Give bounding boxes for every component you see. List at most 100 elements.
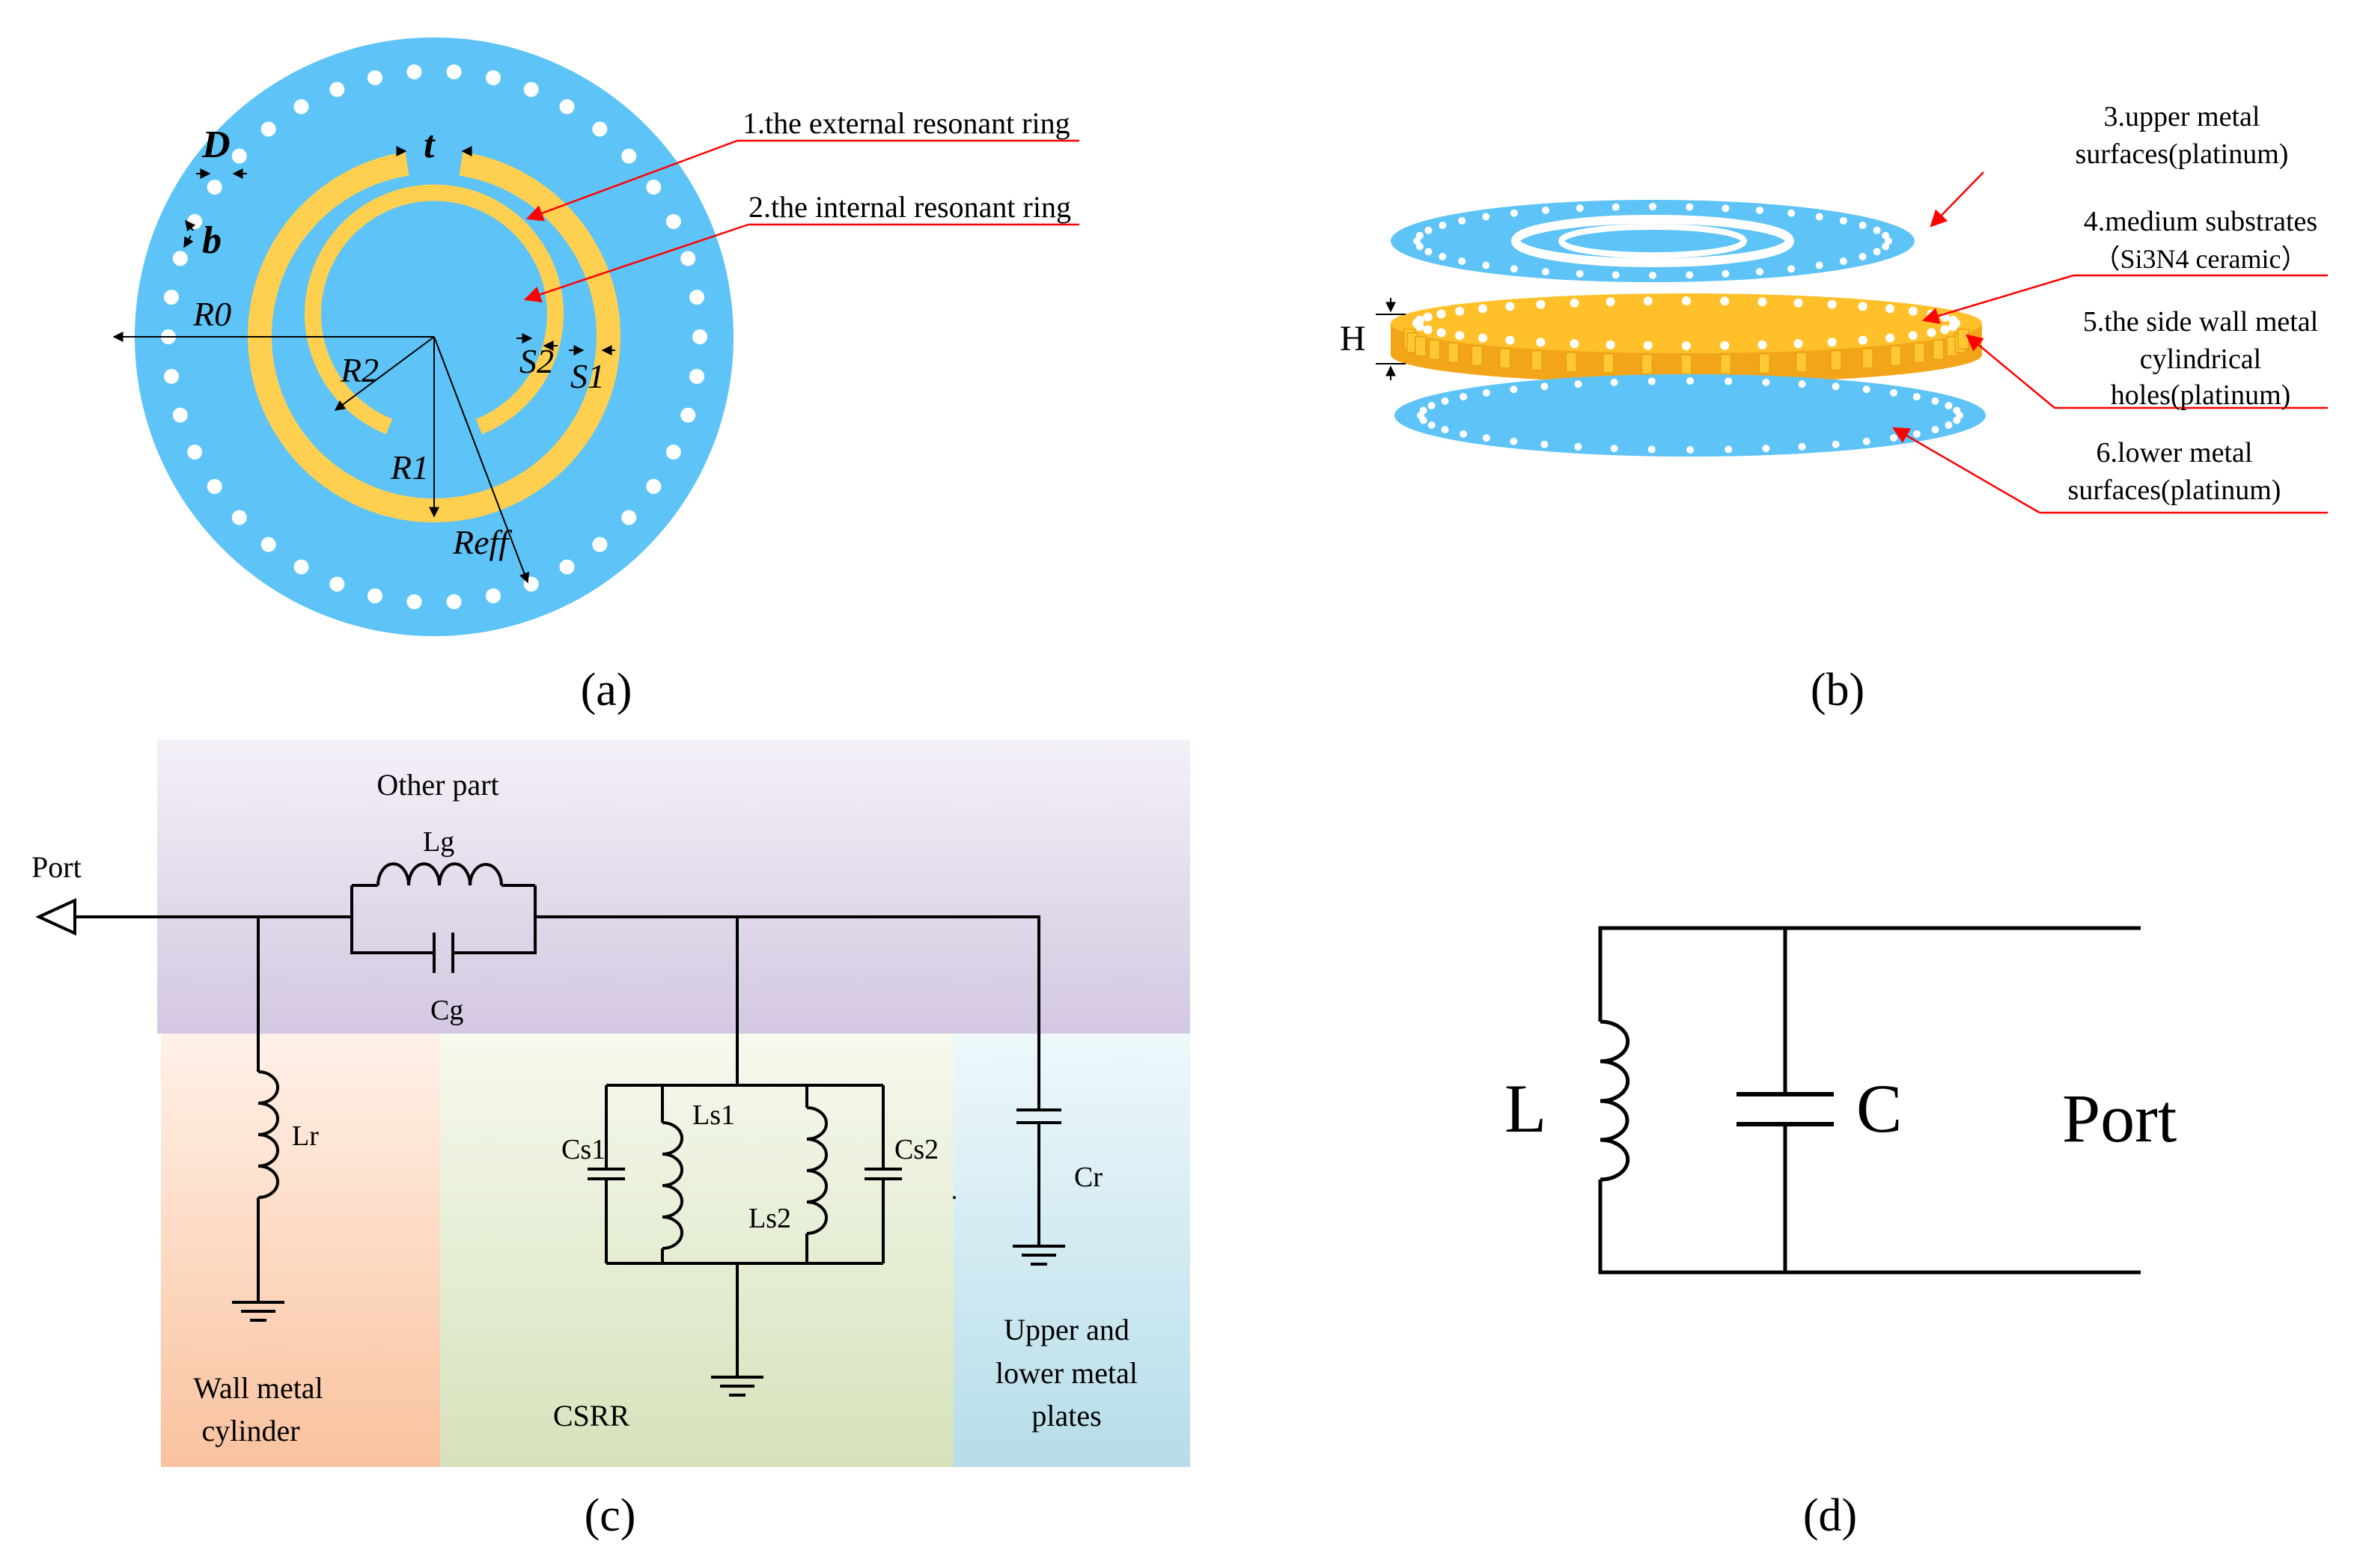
side-wall-hole — [1758, 353, 1770, 374]
via-hole — [621, 510, 637, 525]
dim-label-R2: R2 — [340, 351, 379, 389]
dim-label-b: b — [202, 219, 222, 262]
via-hole — [1436, 328, 1446, 338]
via-hole — [559, 559, 575, 575]
dim-label-Reff: Reff — [452, 523, 513, 561]
label-Ls2: Ls2 — [748, 1203, 791, 1234]
via-hole — [485, 588, 501, 604]
region-label-wall-1: Wall metal — [193, 1371, 323, 1405]
via-hole — [1725, 377, 1733, 385]
panel-label-a: (a) — [581, 665, 632, 716]
via-hole — [1682, 296, 1691, 305]
via-hole — [485, 70, 501, 85]
callout-substrate-2: （Si3N4 ceramic） — [2094, 244, 2308, 274]
callout-external-ring: 1.the external resonant ring — [743, 106, 1070, 140]
via-hole — [1540, 382, 1549, 391]
via-hole — [1762, 378, 1770, 386]
via-hole — [329, 576, 345, 592]
callout-lower-2: surfaces(platinum) — [2068, 475, 2281, 506]
region-wall-cylinder — [161, 1034, 440, 1467]
side-wall-hole — [1957, 329, 1969, 350]
via-hole — [1827, 338, 1837, 347]
via-hole — [1610, 378, 1618, 386]
label-Lr: Lr — [292, 1120, 319, 1152]
label-Cg: Cg — [430, 995, 463, 1026]
via-hole — [1458, 216, 1466, 225]
via-hole — [260, 121, 276, 137]
side-wall-hole — [1565, 352, 1578, 373]
via-hole — [1839, 216, 1847, 225]
via-hole — [1762, 445, 1770, 453]
via-hole — [293, 559, 309, 575]
via-hole — [1576, 204, 1584, 213]
via-hole — [1482, 434, 1490, 442]
via-hole — [1455, 331, 1465, 341]
via-hole — [1882, 242, 1890, 251]
via-hole — [1931, 397, 1939, 405]
via-hole — [1722, 204, 1730, 213]
via-hole — [1858, 302, 1867, 311]
via-hole — [172, 251, 188, 266]
via-hole — [1576, 269, 1584, 278]
via-hole — [1908, 306, 1918, 316]
via-hole — [1757, 340, 1767, 350]
side-wall-hole — [1889, 345, 1902, 367]
via-hole — [1787, 209, 1796, 217]
via-hole — [172, 407, 188, 423]
via-hole — [1460, 393, 1468, 401]
via-hole — [1647, 445, 1656, 454]
via-hole — [646, 180, 662, 195]
panel-b: H 3.upper metal surfaces(platinum) 4.med… — [1340, 101, 2328, 514]
label-Lg: Lg — [423, 826, 454, 858]
via-hole — [1427, 402, 1436, 410]
via-hole — [1505, 302, 1515, 311]
region-label-csrr: CSRR — [553, 1399, 630, 1433]
via-hole — [1827, 299, 1837, 309]
via-hole — [446, 594, 462, 610]
side-wall-hole — [1680, 354, 1692, 375]
via-hole — [187, 445, 203, 460]
via-hole — [1482, 261, 1490, 269]
via-hole — [1858, 335, 1867, 345]
callout-internal-ring: 2.the internal resonant ring — [748, 190, 1071, 224]
via-hole — [1873, 248, 1881, 256]
via-hole — [1940, 325, 1950, 335]
callout-substrate-1: 4.medium substrates — [2084, 206, 2317, 237]
region-csrr — [440, 1034, 954, 1467]
panel-c: Other part Wall metal cylinder CSRR Uppe… — [31, 739, 1190, 1467]
via-hole — [1606, 340, 1615, 350]
panel-label-c: (c) — [585, 1490, 636, 1541]
via-hole — [1948, 322, 1958, 332]
via-hole — [621, 148, 637, 164]
via-hole-ring — [161, 64, 707, 610]
region-metal-plates — [954, 1034, 1190, 1467]
via-hole — [260, 537, 276, 552]
via-hole — [1815, 213, 1823, 221]
via-hole — [1441, 426, 1449, 434]
via-hole — [1510, 385, 1518, 394]
via-hole — [406, 594, 422, 610]
via-hole — [1649, 203, 1656, 210]
panel-d: L C Port — [1504, 926, 2177, 1275]
dim-label-R0: R0 — [192, 295, 231, 333]
height-label: H — [1340, 319, 1366, 359]
via-hole — [1873, 226, 1881, 234]
via-hole — [1948, 315, 1958, 325]
region-other-part — [157, 739, 1190, 1034]
via-hole — [523, 82, 539, 97]
via-hole — [1611, 271, 1620, 279]
via-hole — [1424, 248, 1433, 256]
via-hole — [592, 537, 608, 552]
via-hole — [1643, 341, 1653, 350]
lower-metal-surface — [1394, 374, 1986, 457]
via-hole — [1832, 382, 1840, 391]
via-hole — [689, 368, 705, 384]
via-hole — [1574, 442, 1582, 451]
via-hole — [1574, 380, 1582, 388]
via-hole — [1606, 297, 1615, 307]
label-Ls1: Ls1 — [692, 1099, 735, 1131]
via-hole — [1570, 339, 1579, 349]
dim-label-S1: S1 — [570, 357, 605, 395]
callout-upper-2: surfaces(platinum) — [2076, 138, 2289, 170]
via-hole — [329, 82, 345, 97]
